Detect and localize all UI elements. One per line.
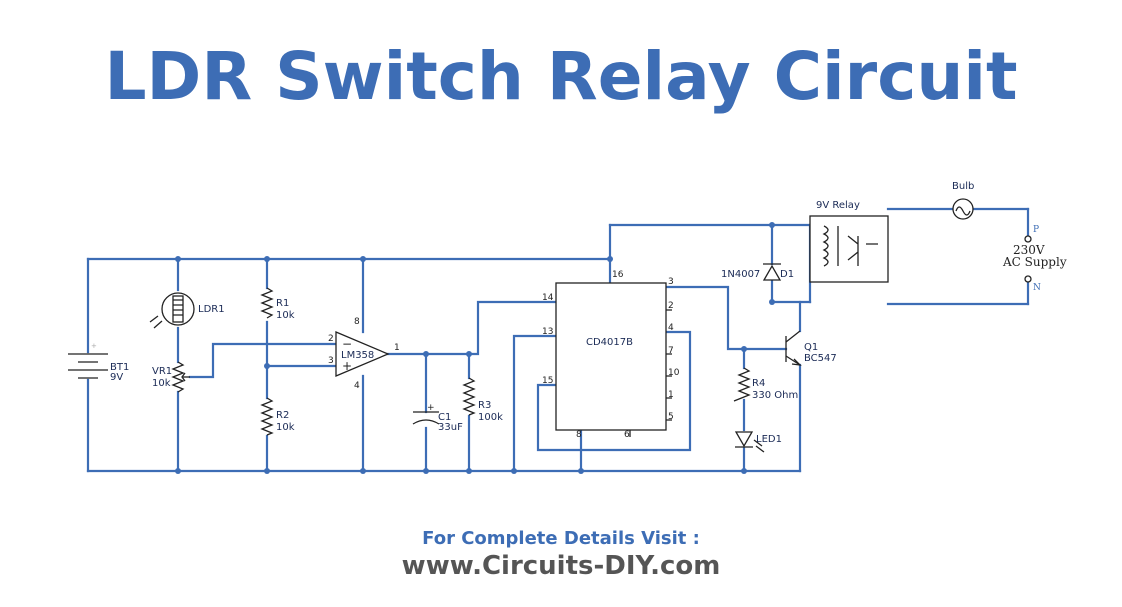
svg-text:3: 3 bbox=[668, 277, 674, 287]
potentiometer-vr1: VR1 10k bbox=[152, 361, 190, 393]
r2-value: 10k bbox=[276, 422, 295, 433]
bt1-ref: BT1 bbox=[110, 362, 129, 373]
svg-text:+: + bbox=[91, 342, 97, 350]
footer-visit-text: For Complete Details Visit : bbox=[422, 528, 700, 549]
vr1-ref: VR1 bbox=[152, 366, 172, 377]
r1-ref: R1 bbox=[276, 298, 289, 309]
junction-dots bbox=[175, 222, 775, 474]
capacitor-c1: + C1 33uF bbox=[412, 403, 463, 433]
bulb: Bulb bbox=[952, 181, 974, 220]
svg-text:−: − bbox=[342, 337, 352, 351]
led1: LED1 bbox=[734, 431, 782, 453]
svg-text:13: 13 bbox=[542, 327, 553, 337]
svg-text:6: 6 bbox=[624, 430, 630, 440]
svg-text:7: 7 bbox=[668, 346, 674, 356]
r3-value: 100k bbox=[478, 412, 503, 423]
r3-ref: R3 bbox=[478, 400, 491, 411]
supply-label: AC Supply bbox=[1002, 255, 1067, 269]
ic-cd4017b: CD4017B 16 14 13 15 8 6 3 2 4 7 10 1 5 bbox=[542, 270, 680, 440]
svg-text:4: 4 bbox=[668, 323, 674, 333]
ac-supply: P N 230V AC Supply bbox=[1002, 225, 1067, 293]
supply-n: N bbox=[1033, 283, 1041, 293]
r1-value: 10k bbox=[276, 310, 295, 321]
svg-text:8: 8 bbox=[354, 317, 360, 327]
opamp-lm358: − + LM358 2 3 1 8 4 bbox=[328, 317, 400, 391]
d1-ref: D1 bbox=[780, 269, 794, 280]
q1-value: BC547 bbox=[804, 353, 837, 364]
r2-ref: R2 bbox=[276, 410, 289, 421]
resistor-r1: R1 10k bbox=[260, 287, 295, 321]
svg-text:16: 16 bbox=[612, 270, 624, 280]
svg-text:4: 4 bbox=[354, 381, 360, 391]
led1-ref: LED1 bbox=[756, 434, 782, 445]
bt1-value: 9V bbox=[110, 372, 123, 383]
page-title: LDR Switch Relay Circuit bbox=[104, 38, 1018, 115]
bulb-ref: Bulb bbox=[952, 181, 974, 192]
c1-ref: C1 bbox=[438, 412, 451, 423]
svg-text:2: 2 bbox=[668, 301, 674, 311]
resistor-r4: R4 330 Ohm bbox=[733, 367, 798, 402]
battery-bt1: + BT1 9V bbox=[68, 342, 129, 383]
resistor-r2: R2 10k bbox=[260, 397, 295, 436]
resistor-r3: R3 100k bbox=[462, 377, 503, 423]
ldr1-ref: LDR1 bbox=[198, 304, 225, 315]
svg-text:1: 1 bbox=[668, 390, 674, 400]
svg-text:5: 5 bbox=[668, 412, 674, 422]
relay-9v: 9V Relay bbox=[809, 200, 889, 283]
q1-ref: Q1 bbox=[804, 342, 818, 353]
d1-value: 1N4007 bbox=[721, 269, 760, 280]
supply-voltage: 230V bbox=[1013, 243, 1045, 257]
vr1-value: 10k bbox=[152, 378, 171, 389]
svg-text:+: + bbox=[427, 403, 435, 413]
svg-text:15: 15 bbox=[542, 376, 553, 386]
r4-ref: R4 bbox=[752, 378, 765, 389]
svg-text:10: 10 bbox=[668, 368, 680, 378]
svg-text:14: 14 bbox=[542, 293, 554, 303]
diode-d1: 1N4007 D1 bbox=[721, 263, 794, 281]
relay-ref: 9V Relay bbox=[816, 200, 860, 211]
transistor-q1: Q1 BC547 bbox=[785, 330, 837, 366]
wires bbox=[86, 207, 1030, 473]
svg-text:8: 8 bbox=[576, 430, 582, 440]
c1-value: 33uF bbox=[438, 422, 463, 433]
ldr1: LDR1 bbox=[149, 292, 225, 329]
cd4017b-ref: CD4017B bbox=[586, 337, 633, 348]
svg-text:1: 1 bbox=[394, 343, 400, 353]
footer-url[interactable]: www.Circuits-DIY.com bbox=[401, 551, 721, 581]
svg-text:3: 3 bbox=[328, 356, 334, 366]
r4-value: 330 Ohm bbox=[752, 390, 798, 401]
svg-text:+: + bbox=[342, 359, 352, 373]
svg-text:2: 2 bbox=[328, 334, 334, 344]
lm358-ref: LM358 bbox=[341, 350, 374, 361]
supply-p: P bbox=[1033, 225, 1039, 235]
